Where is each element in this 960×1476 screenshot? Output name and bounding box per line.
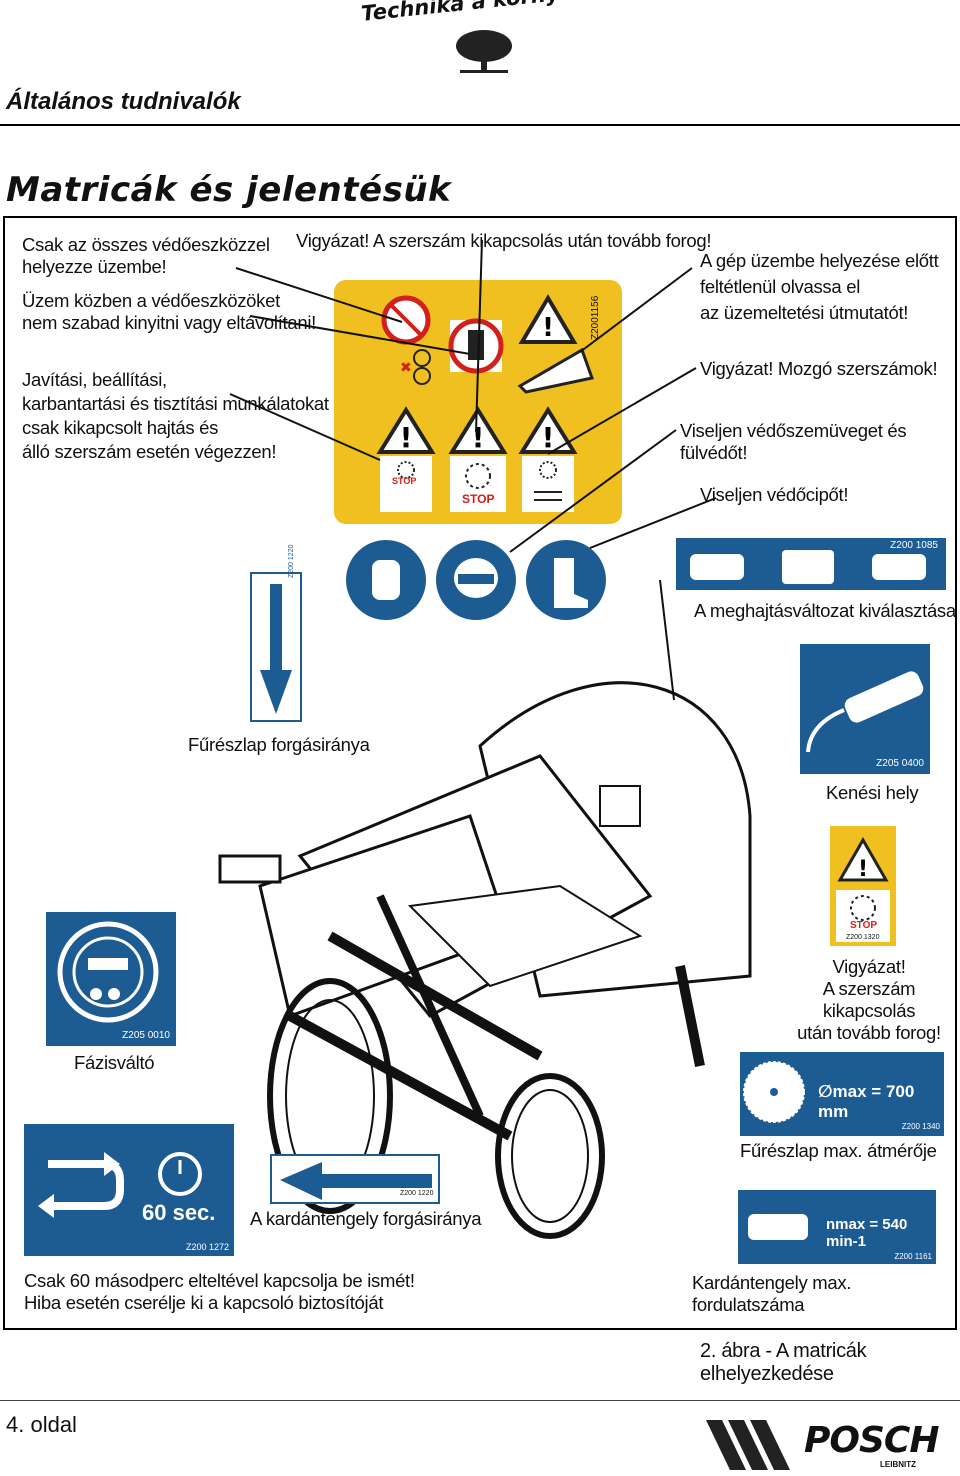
figure-caption: 2. ábra - A matricák elhelyezkedése [700, 1340, 867, 1385]
ppe-sticker [336, 534, 624, 630]
no-open-text: Üzem közben a védőeszközöket nem szabad … [22, 290, 317, 333]
svg-text:!: ! [542, 421, 555, 454]
stop-label-small: STOP [392, 476, 417, 486]
cardan-shaft-icon [748, 1214, 808, 1240]
cardan-max-label: Kardántengely max. fordulatszáma [692, 1272, 852, 1315]
lubrication-label: Kenési hely [826, 782, 919, 803]
svg-text:!: ! [472, 421, 485, 454]
phase-switch-sticker: Z205 0010 [46, 912, 176, 1046]
blade-max-label: Fűrészlap max. átmérője [740, 1140, 937, 1161]
safety-sticker-yellow: ! ✖ ! ! ! STOP STOP Z2001156 [334, 280, 622, 524]
restart-timer-sticker: 60 sec. Z200 1272 [24, 1124, 234, 1256]
drive-variant-label: A meghajtásváltozat kiválasztása [694, 600, 956, 621]
tree-logo-icon [456, 30, 512, 73]
header-rule [0, 124, 960, 126]
cardan-max-speed-sticker: nmax = 540 min-1 Z200 1161 [738, 1190, 936, 1264]
restart-arrows-icon [38, 1152, 202, 1218]
goggles-text: Viseljen védőszemüveget és fülvédőt! [680, 420, 907, 463]
saw-blade-icon [743, 1061, 805, 1123]
svg-text:!: ! [400, 421, 413, 454]
phase-switch-icon [57, 921, 159, 1023]
figure-frame [3, 216, 957, 1330]
svg-text:✖: ✖ [400, 360, 412, 376]
stop-warning-label: Vigyázat! A szerszám kikapcsolás után to… [797, 956, 941, 1043]
stripes-logo-icon [706, 1420, 790, 1470]
svg-text:!: ! [858, 857, 868, 882]
warning-rotate-text: Vigyázat! A szerszám kikapcsolás után to… [296, 230, 712, 251]
drive-variant-sticker: Z200 1085 [676, 538, 946, 590]
stop-label-big: STOP [462, 492, 495, 506]
left-arrow-icon [280, 1162, 432, 1200]
grease-gun-icon [806, 671, 924, 753]
blade-direction-sticker: Z200 1220 [250, 545, 302, 722]
footer-rule [0, 1400, 960, 1401]
circular-saw-machine-drawing [218, 681, 752, 1239]
moving-tools-text: Vigyázat! Mozgó szerszámok! [700, 358, 938, 379]
cardan-direction-label: A kardántengely forgásiránya [250, 1208, 482, 1229]
shoes-text: Viseljen védőcipőt! [700, 484, 849, 505]
drive-sticker-code: Z200 1085 [890, 540, 938, 551]
stop-warning-sticker: ! STOP Z200 1320 [830, 826, 896, 946]
lubrication-sticker: Z205 0400 [800, 644, 930, 774]
svg-text:!: ! [542, 313, 554, 343]
page-title: Matricák és jelentésük [6, 170, 452, 210]
blade-max-diameter-sticker: ∅max = 700 mm Z200 1340 [740, 1052, 944, 1136]
cardan-direction-sticker [270, 1154, 440, 1204]
restart-label: Csak 60 másodperc elteltével kapcsolja b… [24, 1270, 415, 1313]
posch-logo-sub: LEIBNITZ [880, 1460, 916, 1469]
down-arrow-icon [260, 584, 292, 714]
section-heading: Általános tudnivalók [6, 88, 241, 115]
page-number: 4. oldal [6, 1412, 77, 1437]
manual-text: A gép üzembe helyezése előtt feltétlenül… [700, 250, 939, 323]
phase-switch-label: Fázisváltó [74, 1052, 155, 1073]
safety-pictograms: ! ✖ ! ! ! [376, 294, 594, 512]
repair-text: Javítási, beállítási, karbantartási és t… [22, 369, 329, 462]
protective-devices-text: Csak az összes védőeszközzel helyezze üz… [22, 234, 270, 277]
posch-logo: POSCH [804, 1420, 939, 1461]
blade-direction-label: Fűrészlap forgásiránya [188, 734, 370, 755]
